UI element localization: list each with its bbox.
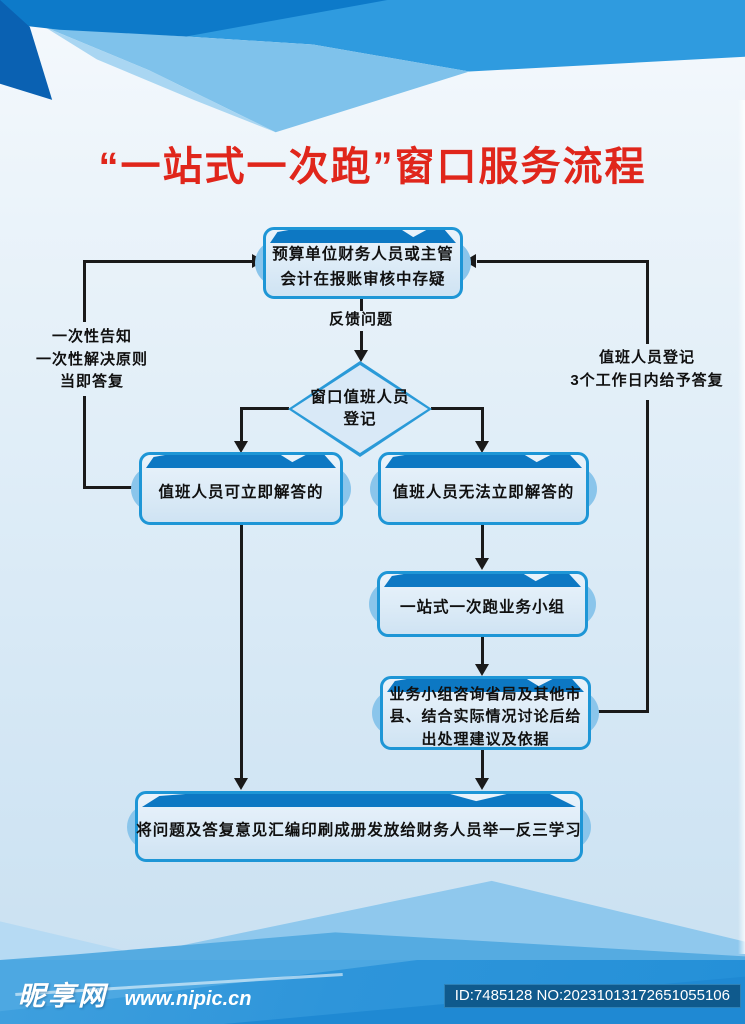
label-left-note: 一次性告知 一次性解决原则 当即答复 [35, 328, 148, 390]
node-start: 预算单位财务人员或主管 会计在报账审核中存疑 [255, 227, 471, 299]
arrowhead-down-icon [475, 664, 489, 676]
label-feedback: 反馈问题 [328, 311, 393, 328]
connector-left-loop [83, 396, 86, 488]
connector-decision-to-right [431, 407, 483, 410]
node-final: 将问题及答复意见汇编印刷成册发放给财务人员举一反三学习 [127, 791, 591, 862]
connector-left-loop [83, 260, 253, 263]
connector-decision-to-right [481, 407, 484, 442]
connector-decision-to-left [240, 407, 243, 442]
top-banner-decoration [0, 0, 745, 135]
bottom-banner-decoration [0, 868, 745, 960]
arrowhead-down-icon [234, 778, 248, 790]
node-cannot-answer: 值班人员无法立即解答的 [370, 452, 597, 525]
arrowhead-down-icon [475, 558, 489, 570]
connector-team-to-consult [481, 637, 484, 665]
arrowhead-down-icon [354, 350, 368, 362]
connector-left-loop [83, 486, 141, 489]
node-consult: 业务小组咨询省局及其他市 县、结合实际情况讨论后给 出处理建议及依据 [372, 676, 599, 750]
site-name: 昵享网 [18, 981, 108, 1011]
image-id-badge: ID:7485128 NO:20231013172651055106 [443, 984, 741, 1008]
arrowhead-down-icon [475, 441, 489, 453]
connector-right-loop [591, 710, 649, 713]
connector-right-to-team [481, 525, 484, 559]
footer-banner: 昵享网 www.nipic.cn ID:7485128 NO:202310131… [0, 960, 745, 1024]
arrowhead-down-icon [475, 778, 489, 790]
connector-consult-to-final [481, 750, 484, 779]
node-team: 一站式一次跑业务小组 [369, 571, 596, 637]
label-right-note: 值班人员登记 3个工作日内给予答复 [570, 349, 724, 389]
node-decision: 窗口值班人员 登记 [288, 361, 432, 457]
site-url: www.nipic.cn [124, 988, 252, 1010]
page-title: “一站式一次跑”窗口服务流程 [98, 145, 647, 189]
connector-right-loop [646, 400, 649, 713]
node-can-answer: 值班人员可立即解答的 [131, 452, 351, 525]
connector-decision-to-left [241, 407, 289, 410]
connector-start-to-decision [360, 331, 363, 351]
site-logo: 昵享网 www.nipic.cn [18, 974, 252, 1013]
page-edge-highlight [738, 100, 745, 954]
connector-left-loop [83, 260, 86, 322]
connector-right-loop [646, 260, 649, 344]
connector-right-loop [477, 260, 649, 263]
arrowhead-down-icon [234, 441, 248, 453]
connector-left-to-final [240, 525, 243, 779]
connector-start-to-decision [360, 297, 363, 311]
